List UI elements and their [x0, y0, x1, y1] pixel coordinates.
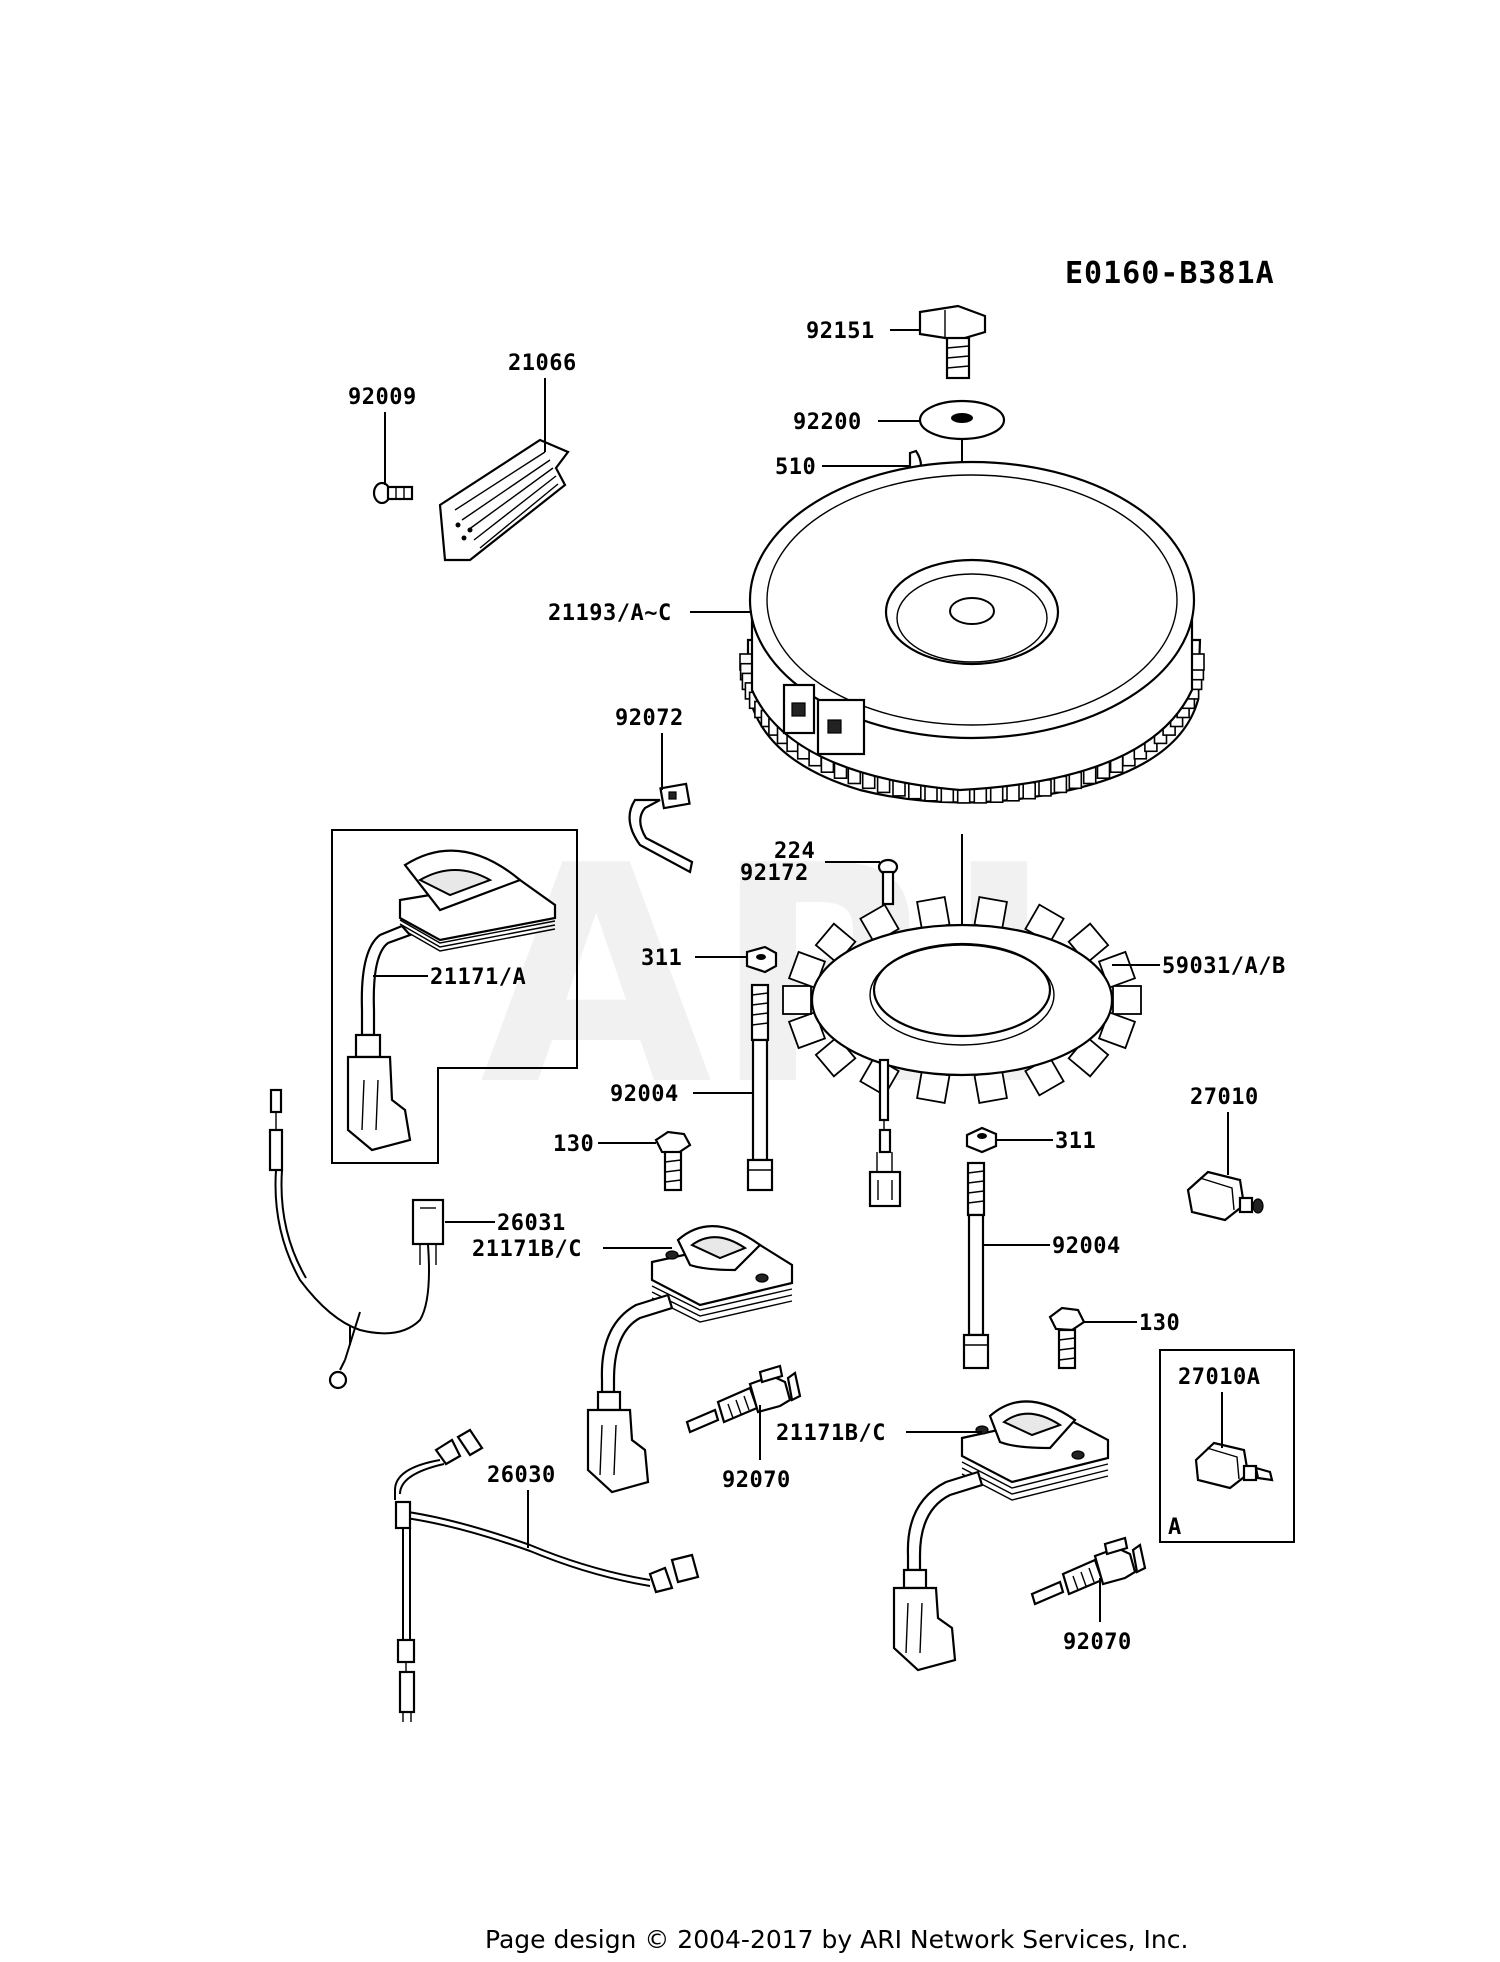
nut-311-right[interactable]: [965, 1126, 998, 1154]
callout-311-top: 311: [641, 946, 682, 971]
callout-26030: 26030: [487, 1463, 556, 1488]
washer-92200[interactable]: [918, 399, 1006, 441]
ignition-coil-21171a[interactable]: [346, 849, 557, 1152]
callout-92004-right: 92004: [1052, 1234, 1121, 1259]
diagram-code: E0160-B381A: [1065, 256, 1275, 291]
nut-311-top[interactable]: [745, 945, 778, 974]
lead-26031[interactable]: [268, 1088, 445, 1390]
callout-59031: 59031/A/B: [1162, 954, 1286, 979]
stator-pole: [782, 985, 812, 1015]
callout-92151: 92151: [806, 319, 875, 344]
callout-92172: 92172: [740, 861, 809, 886]
ignition-coil-21171bc-left[interactable]: [586, 1225, 794, 1494]
bolt-130-right[interactable]: [1048, 1306, 1086, 1370]
bolt-92151[interactable]: [918, 304, 987, 380]
callout-21066: 21066: [508, 351, 577, 376]
inset-label-a: A: [1168, 1515, 1182, 1540]
callout-92070-right: 92070: [1063, 1630, 1132, 1655]
inset-box-21171a: [331, 829, 578, 1164]
flywheel-tooth: [1191, 653, 1205, 671]
screw-92172[interactable]: [877, 858, 899, 906]
callout-21171a: 21171/A: [430, 965, 526, 990]
callout-130-left: 130: [553, 1132, 594, 1157]
stud-92004-left[interactable]: [746, 983, 774, 1192]
callout-27010: 27010: [1190, 1085, 1259, 1110]
flywheel-tooth: [1022, 781, 1037, 800]
switch-27010a[interactable]: [1194, 1441, 1274, 1490]
callout-21193: 21193/A~C: [548, 601, 672, 626]
stator-pole: [1112, 985, 1142, 1015]
callout-27010a: 27010A: [1178, 1365, 1260, 1390]
callout-26031: 26031: [497, 1211, 566, 1236]
stud-92004-right[interactable]: [962, 1161, 990, 1370]
screw-92009[interactable]: [372, 481, 414, 505]
switch-27010[interactable]: [1186, 1170, 1264, 1222]
callout-311-right: 311: [1055, 1129, 1096, 1154]
spark-plug-92070-left[interactable]: [685, 1364, 802, 1434]
callout-224: 224: [774, 839, 815, 864]
callout-92009: 92009: [348, 385, 417, 410]
bolt-130-left[interactable]: [654, 1130, 692, 1192]
inset-box-27010a: [1159, 1349, 1295, 1543]
rectifier-21066[interactable]: [438, 438, 570, 562]
callout-92200: 92200: [793, 410, 862, 435]
callout-510: 510: [775, 455, 816, 480]
stator-59031[interactable]: [782, 896, 1142, 1208]
harness-26030[interactable]: [394, 1428, 700, 1722]
callout-92004-left: 92004: [610, 1082, 679, 1107]
flywheel-tooth: [1006, 783, 1020, 802]
spark-plug-92070-right[interactable]: [1030, 1536, 1147, 1606]
callout-21171bc-left: 21171B/C: [472, 1237, 582, 1262]
callout-92072: 92072: [615, 706, 684, 731]
callout-92070-left: 92070: [722, 1468, 791, 1493]
lead-92072[interactable]: [628, 782, 694, 874]
callout-21171bc-right: 21171B/C: [776, 1421, 886, 1446]
flywheel-21193[interactable]: [739, 460, 1205, 804]
flywheel-tooth: [1038, 779, 1052, 797]
ignition-coil-21171bc-right[interactable]: [892, 1400, 1110, 1672]
callout-130-right: 130: [1139, 1311, 1180, 1336]
footer-copyright: Page design © 2004-2017 by ARI Network S…: [485, 1925, 1188, 1954]
